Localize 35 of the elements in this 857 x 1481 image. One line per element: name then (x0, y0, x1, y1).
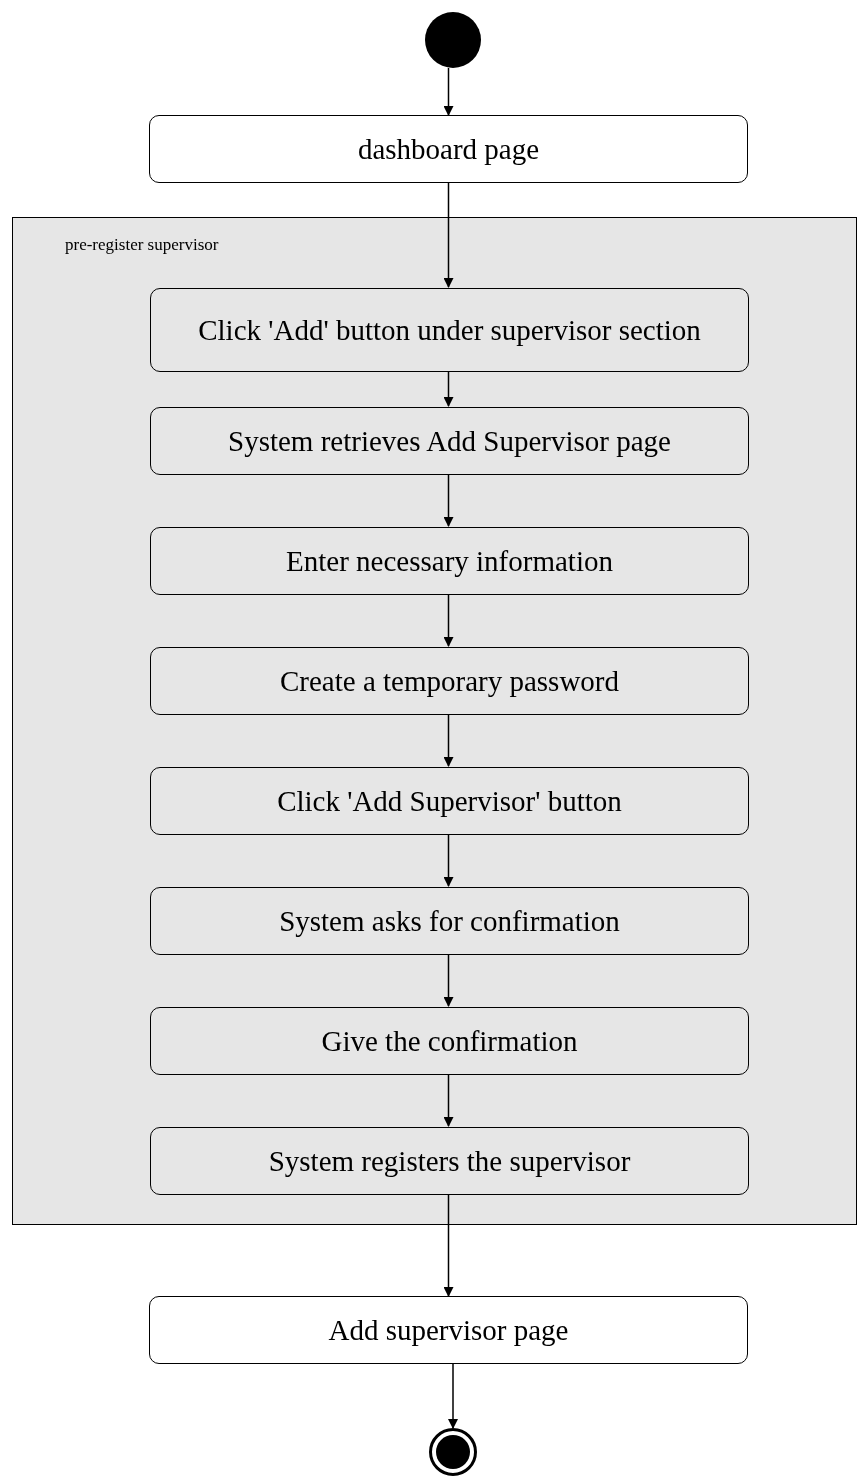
flow-arrow (443, 593, 454, 647)
action-box (150, 1007, 749, 1075)
action-label: System asks for confirmation (279, 903, 620, 939)
flow-arrow (443, 370, 454, 407)
flow-arrow (448, 1363, 458, 1429)
end-node (429, 1428, 477, 1476)
action-label: Enter necessary information (286, 543, 613, 579)
start-node (425, 12, 481, 68)
action-box (150, 288, 749, 372)
flow-arrow (443, 833, 454, 887)
group-frame (12, 217, 857, 1225)
flow-arrow (443, 953, 454, 1007)
action-box (149, 115, 748, 183)
action-label: Create a temporary password (280, 663, 619, 699)
action-box (150, 647, 749, 715)
action-box (149, 1296, 748, 1364)
action-label: Give the confirmation (321, 1023, 578, 1059)
action-label: System registers the supervisor (268, 1143, 631, 1179)
action-label: Click 'Add' button under supervisor section (198, 312, 701, 348)
flow-arrow (443, 1193, 454, 1297)
action-box (150, 527, 749, 595)
action-label: Add supervisor page (328, 1312, 569, 1348)
group-label: pre-register supervisor (65, 235, 219, 255)
flow-arrow (443, 473, 454, 527)
flow-arrow (443, 67, 454, 116)
action-box (150, 767, 749, 835)
action-label: System retrieves Add Supervisor page (228, 423, 671, 459)
action-box (150, 407, 749, 475)
flow-arrow (443, 713, 454, 767)
flow-arrow (443, 182, 454, 288)
action-label: Click 'Add Supervisor' button (277, 783, 622, 819)
flow-arrow (443, 1073, 454, 1127)
action-box (150, 887, 749, 955)
action-label: dashboard page (357, 131, 540, 167)
action-box (150, 1127, 749, 1195)
